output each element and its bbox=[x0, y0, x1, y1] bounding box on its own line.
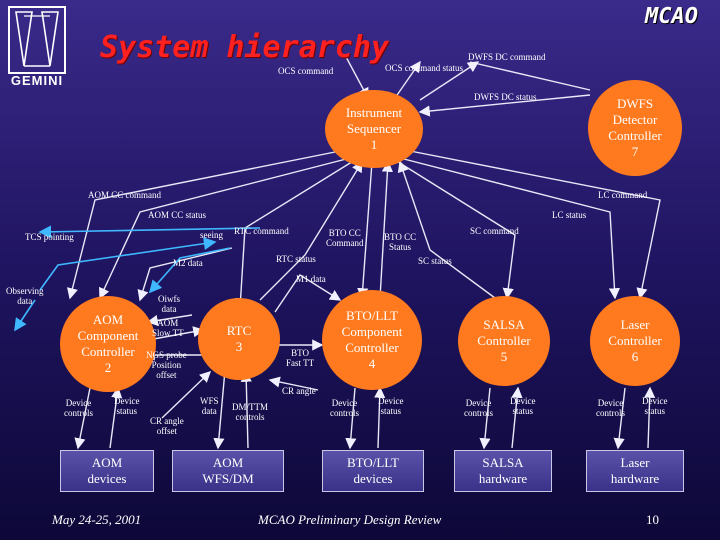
device-status-label: Device status bbox=[642, 396, 668, 417]
bto-fast-tt-label: BTO Fast TT bbox=[286, 348, 315, 369]
logo-text: GEMINI bbox=[10, 73, 64, 88]
lc-status-label: LC status bbox=[552, 210, 587, 220]
m2-data-label: M2 data bbox=[173, 258, 203, 268]
lc-command-label: LC command bbox=[598, 190, 648, 200]
aom-devices-box: AOM devices bbox=[60, 450, 154, 492]
ocs-command-label: OCS command bbox=[278, 66, 334, 76]
brand-label: MCAO bbox=[645, 4, 698, 29]
tcs-pointing-label: TCS pointing bbox=[25, 232, 74, 242]
ngs-probe-label: NGS probe Position offset bbox=[146, 350, 187, 381]
dwfs-detector-controller-node: DWFS Detector Controller 7 bbox=[588, 80, 682, 176]
device-controls-label: Device controls bbox=[464, 398, 493, 419]
aom-component-controller-node: AOM Component Controller 2 bbox=[60, 296, 156, 392]
device-status-label: Device status bbox=[378, 396, 404, 417]
device-controls-label: Device controls bbox=[330, 398, 359, 419]
footer-page-number: 10 bbox=[646, 512, 659, 527]
seeing-label: seeing bbox=[200, 230, 223, 240]
bto-cc-status-label: BTO CC Status bbox=[384, 232, 417, 253]
salsa-controller-node: SALSA Controller 5 bbox=[458, 296, 550, 386]
aom-cc-status-label: AOM CC status bbox=[148, 210, 207, 220]
sc-status-label: SC status bbox=[418, 256, 452, 266]
device-status-label: Device status bbox=[114, 396, 140, 417]
footer-date: May 24-25, 2001 bbox=[52, 512, 142, 527]
laser-controller-node: Laser Controller 6 bbox=[590, 296, 680, 386]
page-title: System hierarchy bbox=[100, 30, 389, 65]
rtc-node: RTC 3 bbox=[198, 298, 280, 380]
device-status-label: Device status bbox=[510, 396, 536, 417]
rtc-command-label: RTC command bbox=[234, 226, 289, 236]
cr-angle-offset-label: CR angle offset bbox=[150, 416, 184, 437]
footer-review: MCAO Preliminary Design Review bbox=[258, 512, 442, 527]
cr-angle-label: CR angle bbox=[282, 386, 316, 396]
observing-data-label: Observing data bbox=[6, 286, 44, 307]
ocs-command-status-label: OCS command status bbox=[385, 63, 463, 73]
dm-ttm-controls-label: DM/TTM controls bbox=[232, 402, 268, 423]
device-controls-label: Device controls bbox=[64, 398, 93, 419]
bto-llt-component-controller-node: BTO/LLT Component Controller 4 bbox=[322, 290, 422, 390]
dwfs-dc-status-label: DWFS DC status bbox=[474, 92, 537, 102]
aom-slow-tt-label: AOM Slow TT bbox=[152, 318, 184, 339]
aom-wfs-dm-box: AOM WFS/DM bbox=[172, 450, 284, 492]
sc-command-label: SC command bbox=[470, 226, 519, 236]
dwfs-dc-command-label: DWFS DC command bbox=[468, 52, 546, 62]
instrument-sequencer-node: Instrument Sequencer 1 bbox=[325, 90, 423, 168]
gemini-logo-icon bbox=[8, 6, 66, 74]
aom-cc-command-label: AOM CC command bbox=[88, 190, 161, 200]
laser-hardware-box: Laser hardware bbox=[586, 450, 684, 492]
oiwfs-data-label: Oiwfs data bbox=[158, 294, 180, 315]
rtc-status-label: RTC status bbox=[276, 254, 316, 264]
bto-llt-devices-box: BTO/LLT devices bbox=[322, 450, 424, 492]
m1-data-label: M1 data bbox=[296, 274, 326, 284]
wfs-data-label: WFS data bbox=[200, 396, 219, 417]
salsa-hardware-box: SALSA hardware bbox=[454, 450, 552, 492]
bto-cc-command-label: BTO CC Command bbox=[326, 228, 364, 249]
device-controls-label: Device controls bbox=[596, 398, 625, 419]
